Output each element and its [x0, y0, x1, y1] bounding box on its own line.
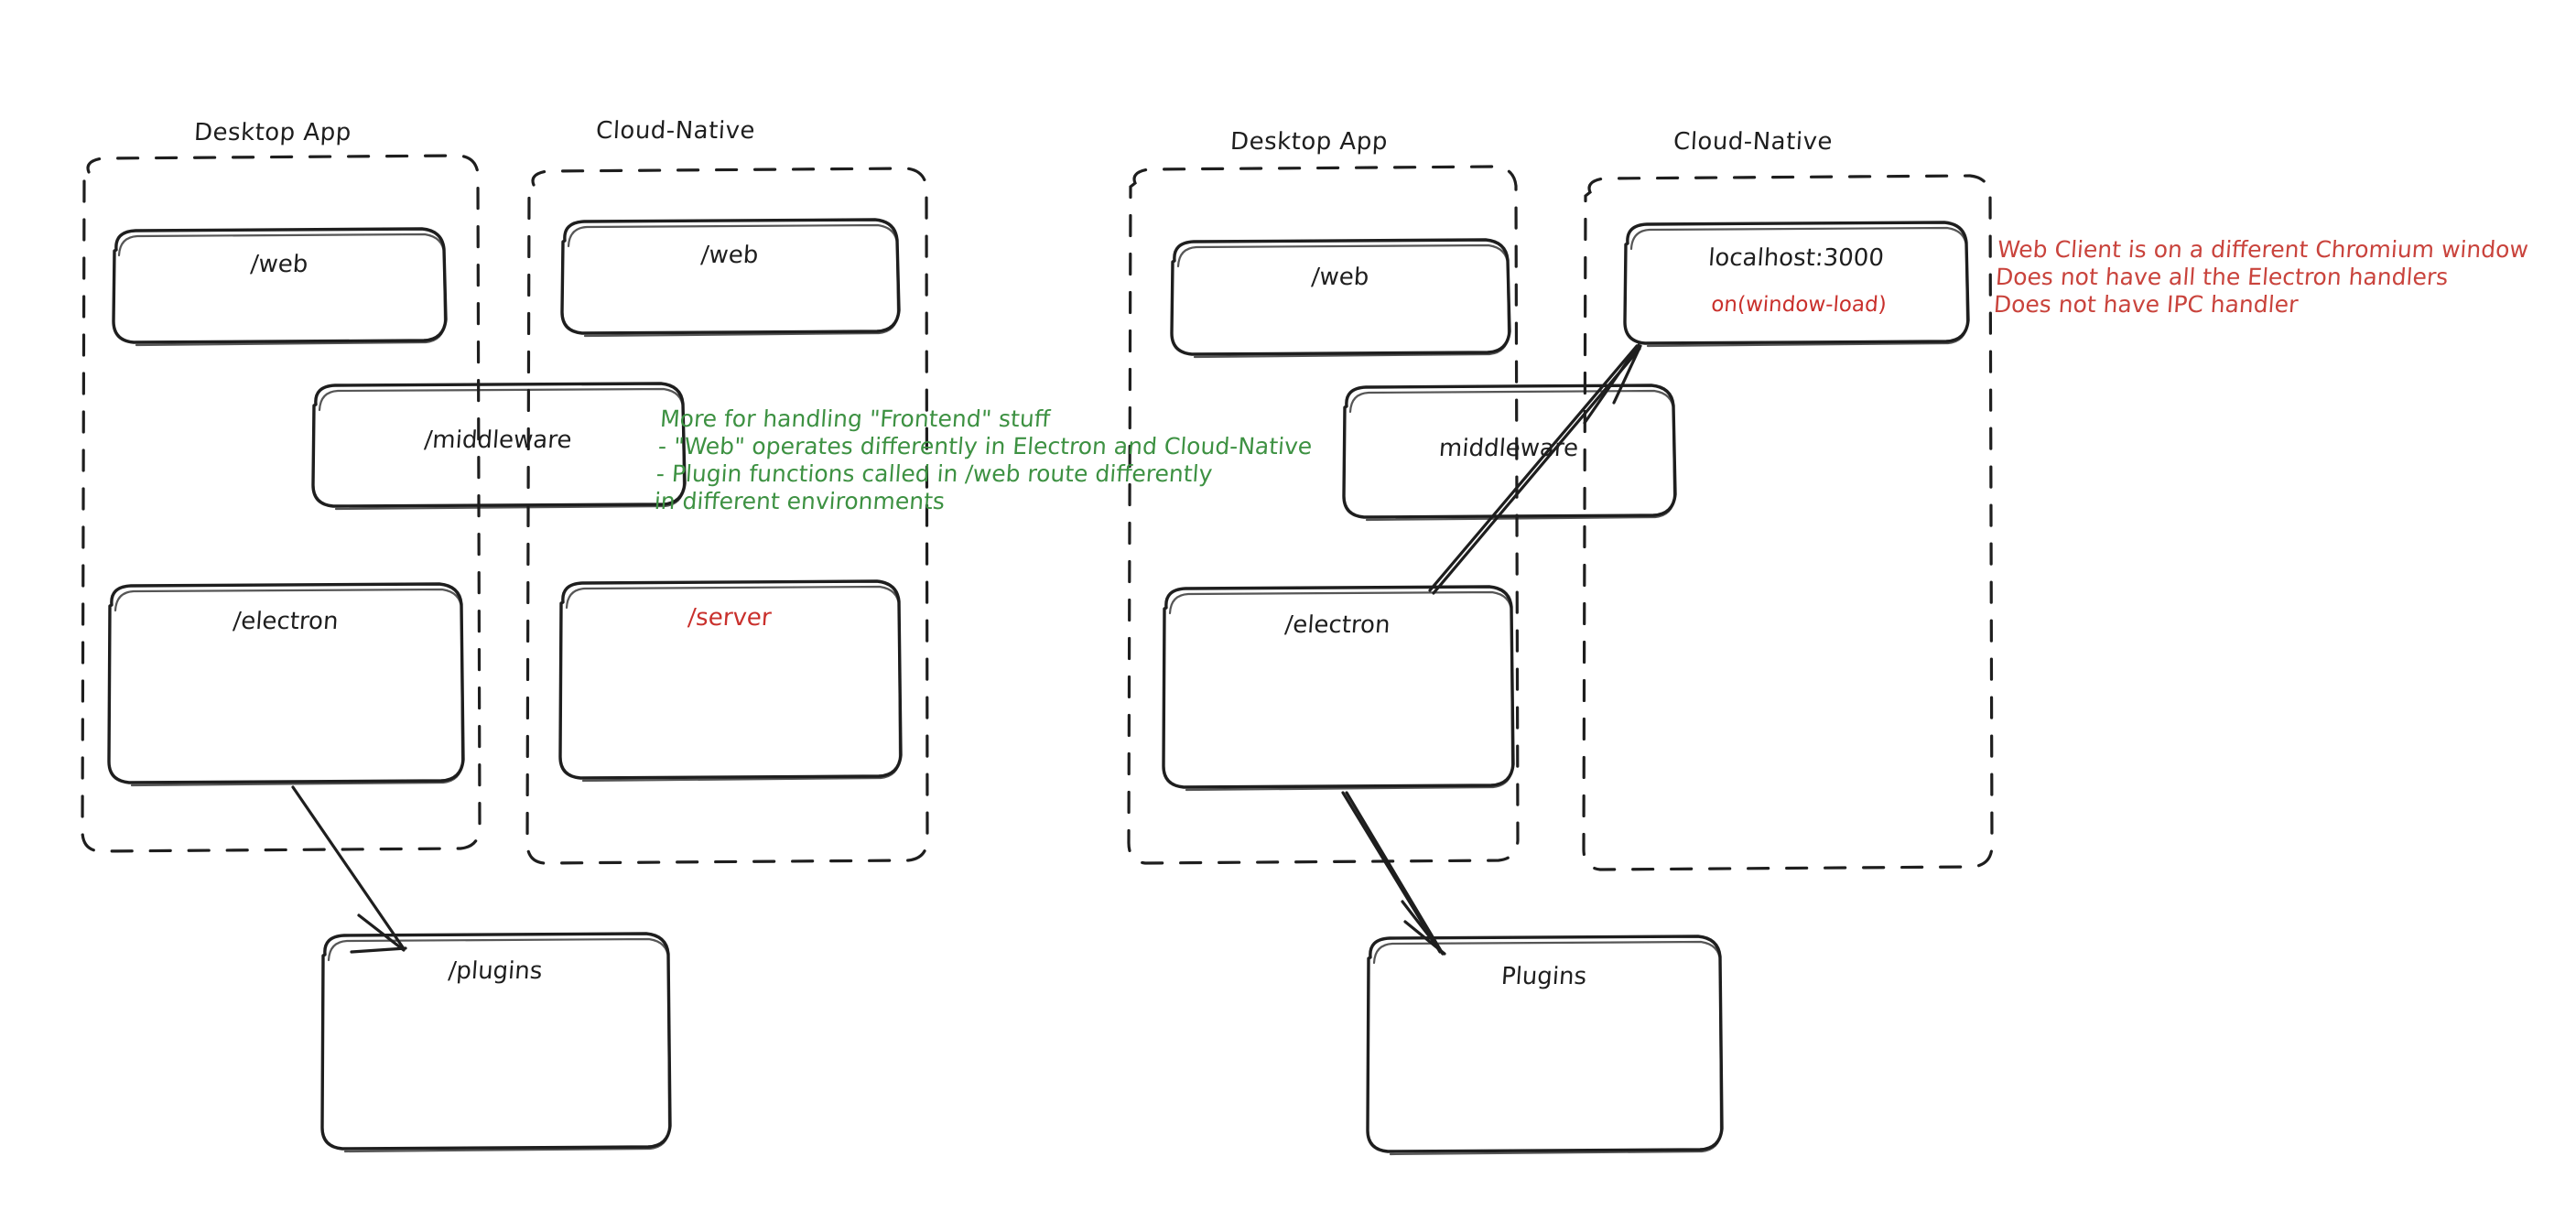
right-node-label-middleware: middleware: [1437, 435, 1580, 462]
left-group-desktop-app-border: [81, 154, 482, 853]
left-node-plugins-shape: [320, 932, 672, 1153]
left-node-label-server: /server: [687, 604, 773, 632]
left-node-web-desktop-shape: [112, 227, 448, 347]
right-group-desktop-app-border: [1127, 165, 1520, 865]
left-group-label-desktop-app: Desktop App: [193, 119, 352, 146]
left-node-electron-shape: [107, 582, 465, 787]
left-node-label-web-desktop: /web: [249, 251, 309, 278]
right-node-middleware-shape: [1342, 384, 1677, 522]
right-node-localhost-shape: [1623, 221, 1970, 348]
left-node-label-middleware: /middleware: [423, 427, 573, 454]
left-group-label-cloud-native: Cloud-Native: [595, 117, 756, 145]
left-node-label-plugins: /plugins: [447, 957, 544, 985]
left-node-server-shape: [558, 579, 903, 783]
right-node-label-electron: /electron: [1283, 611, 1391, 639]
right-group-cloud-native-border: [1582, 174, 1994, 871]
right-group-label-desktop-app: Desktop App: [1229, 128, 1389, 156]
right-node-label-web-desktop: /web: [1310, 264, 1370, 291]
left-node-label-electron: /electron: [232, 608, 340, 635]
left-node-middleware-shape: [311, 382, 687, 511]
right-node-electron-shape: [1162, 585, 1515, 792]
right-node-label-plugins: Plugins: [1499, 963, 1588, 990]
right-node-label-localhost: localhost:3000: [1707, 244, 1885, 272]
right-arrow-electron-to-localhost: [1428, 343, 1642, 595]
annotation-green-note: More for handling "Frontend" stuff - "We…: [653, 405, 1314, 514]
right-node-plugins-shape: [1366, 935, 1724, 1156]
left-arrow-electron-to-plugins: [291, 785, 407, 954]
annotation-red-note: Web Client is on a different Chromium wi…: [1992, 236, 2529, 318]
right-node-sublabel-on-window-load: on(window-load): [1710, 293, 1888, 317]
right-node-web-desktop-shape: [1170, 238, 1511, 359]
left-node-web-cloud-shape: [560, 218, 901, 338]
left-node-label-web-cloud: /web: [699, 242, 760, 269]
right-group-label-cloud-native: Cloud-Native: [1672, 128, 1834, 156]
right-arrow-electron-to-plugins: [1341, 791, 1446, 956]
left-group-cloud-native-border: [525, 167, 929, 865]
